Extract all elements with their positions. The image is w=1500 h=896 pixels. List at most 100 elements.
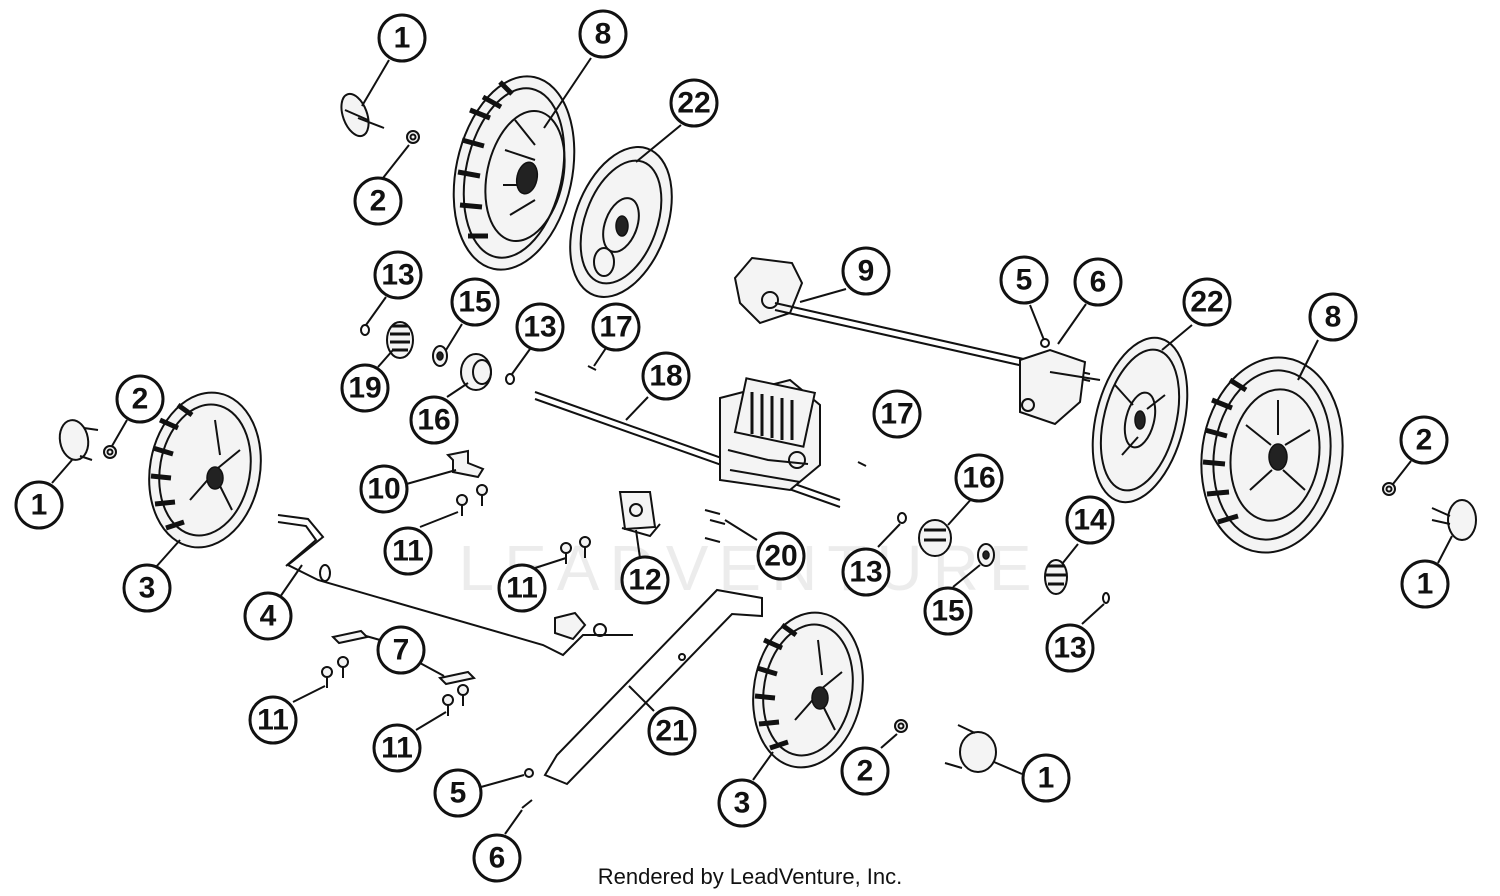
callout-6-top: 6	[1073, 257, 1123, 307]
callout-13-b: 13	[515, 302, 565, 352]
callout-17-a: 17	[591, 302, 641, 352]
callout-label: 2	[132, 383, 149, 416]
callout-1-bottom: 1	[1021, 753, 1071, 803]
callout-label: 11	[257, 704, 289, 737]
callout-label: 17	[599, 311, 632, 344]
callout-7: 7	[376, 625, 426, 675]
parts	[58, 75, 1477, 809]
callout-label: 11	[381, 732, 413, 765]
callout-label: 2	[1416, 424, 1433, 457]
callout-label: 5	[1016, 264, 1033, 297]
callout-label: 1	[1038, 762, 1055, 795]
callout-13-d: 13	[1045, 623, 1095, 673]
screws	[321, 484, 726, 716]
callout-2-right: 2	[1399, 415, 1449, 465]
wheel-cap-right	[1431, 499, 1477, 541]
callout-label: 13	[523, 311, 556, 344]
callout-11-d: 11	[372, 723, 422, 773]
callouts: 1 2 8 22 13 15 13 17 19 16 18 9 5 6 22 8…	[14, 9, 1450, 883]
callout-label: 8	[595, 18, 612, 51]
callout-label: 20	[764, 540, 797, 573]
callout-label: 6	[489, 842, 506, 875]
callout-5-top: 5	[999, 255, 1049, 305]
callout-1-left: 1	[14, 480, 64, 530]
mounting-bracket-12	[618, 491, 661, 538]
nut-left	[103, 445, 117, 459]
callout-11-a: 11	[383, 526, 433, 576]
rear-wheel-top	[452, 75, 576, 271]
callout-label: 13	[849, 556, 882, 589]
gear-cluster-right	[857, 461, 1110, 604]
callout-label: 7	[393, 634, 410, 667]
callout-20: 20	[756, 531, 806, 581]
callout-label: 22	[677, 87, 710, 120]
front-wheel-bottom	[752, 611, 864, 769]
callout-18: 18	[641, 351, 691, 401]
callout-17-b: 17	[872, 389, 922, 439]
callout-15-b: 15	[923, 586, 973, 636]
callout-6-bottom: 6	[472, 833, 522, 883]
callout-15-a: 15	[450, 277, 500, 327]
callout-label: 11	[392, 535, 424, 568]
callout-label: 9	[858, 255, 875, 288]
callout-label: 21	[655, 715, 688, 748]
footer-credit: Rendered by LeadVenture, Inc.	[597, 864, 903, 889]
wheel-cap-left	[58, 419, 99, 461]
callout-11-c: 11	[248, 695, 298, 745]
callout-3-left: 3	[122, 563, 172, 613]
callout-label: 22	[1190, 286, 1223, 319]
callout-14: 14	[1065, 495, 1115, 545]
callout-label: 16	[417, 404, 450, 437]
callout-3-bottom: 3	[717, 778, 767, 828]
callout-label: 1	[394, 22, 411, 55]
nut-bottom	[894, 719, 908, 733]
callout-label: 2	[857, 755, 874, 788]
height-adjust-lever-21	[521, 588, 763, 809]
callout-label: 1	[1417, 568, 1434, 601]
callout-16-b: 16	[954, 453, 1004, 503]
callout-8-top: 8	[578, 9, 628, 59]
callout-22-right: 22	[1182, 277, 1232, 327]
callout-label: 17	[880, 398, 913, 431]
dust-cover-right	[1091, 336, 1189, 504]
callout-label: 5	[450, 777, 467, 810]
callout-label: 19	[348, 372, 381, 405]
callout-9: 9	[841, 246, 891, 296]
callout-11-b: 11	[497, 563, 547, 613]
callout-label: 3	[139, 572, 156, 605]
callout-4: 4	[243, 591, 293, 641]
callout-13-a: 13	[373, 250, 423, 300]
callout-2-left: 2	[115, 374, 165, 424]
callout-label: 3	[734, 787, 751, 820]
drive-shaft-transmission	[534, 377, 841, 508]
callout-label: 13	[381, 259, 414, 292]
callout-label: 15	[458, 286, 491, 319]
dust-cover-top	[569, 146, 673, 298]
callout-5-bottom: 5	[433, 768, 483, 818]
callout-label: 6	[1090, 266, 1107, 299]
height-adjust-axle-9	[733, 256, 1101, 426]
callout-label: 14	[1073, 504, 1107, 537]
callout-22-top: 22	[669, 78, 719, 128]
callout-label: 15	[931, 595, 964, 628]
callout-1-right: 1	[1400, 559, 1450, 609]
callout-12: 12	[620, 555, 670, 605]
callout-label: 11	[506, 572, 538, 605]
callout-10: 10	[359, 464, 409, 514]
callout-21: 21	[647, 706, 697, 756]
callout-8-right: 8	[1308, 292, 1358, 342]
callout-label: 1	[31, 489, 48, 522]
callout-label: 13	[1053, 632, 1086, 665]
callout-label: 8	[1325, 301, 1342, 334]
nut-right	[1382, 482, 1396, 496]
rear-wheel-right	[1200, 356, 1344, 554]
callout-1-top: 1	[377, 13, 427, 63]
callout-label: 12	[628, 564, 661, 597]
callout-label: 4	[260, 600, 277, 633]
leader-lines	[51, 57, 1453, 835]
bracket-10	[445, 449, 485, 479]
gear-cluster-left	[360, 321, 597, 391]
callout-16-a: 16	[409, 395, 459, 445]
front-wheel-left	[148, 391, 262, 549]
